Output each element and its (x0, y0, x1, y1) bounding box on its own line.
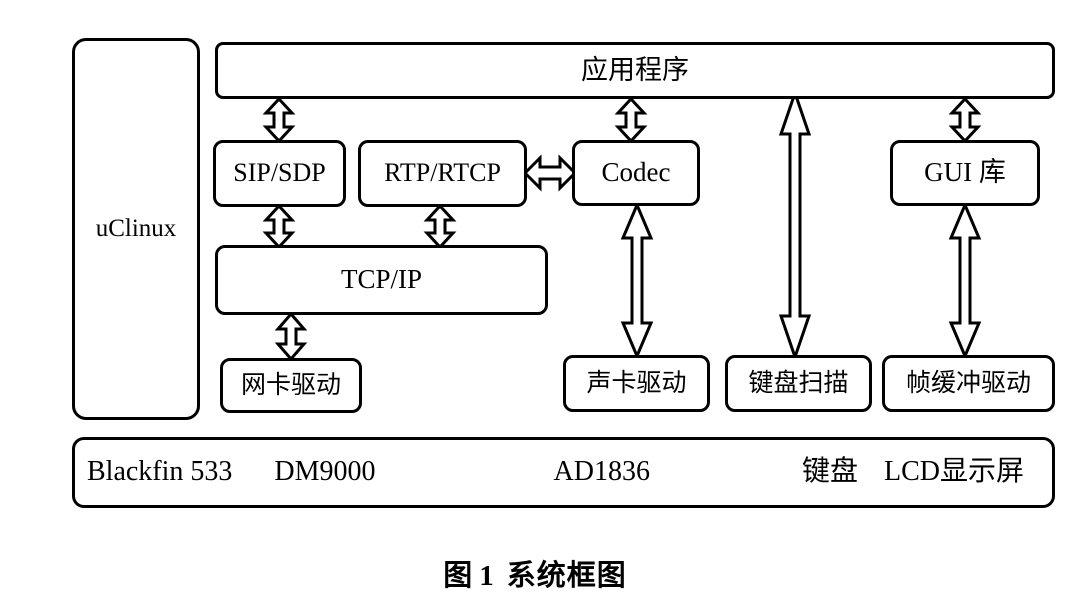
module-label-tcpip: TCP/IP (340, 264, 423, 295)
driver-box-framebuffer[interactable]: 帧缓冲驱动 (882, 355, 1055, 412)
os-box-uclinux[interactable]: uClinux (72, 38, 200, 420)
driver-label-nic: 网卡驱动 (240, 371, 341, 399)
module-box-codec[interactable]: Codec (572, 140, 700, 206)
caption-title: 系统框图 (506, 560, 627, 592)
hardware-label-cpu: Blackfin 533 (87, 456, 233, 488)
driver-box-nic[interactable]: 网卡驱动 (220, 358, 362, 413)
caption-prefix: 图 (443, 560, 474, 592)
module-box-tcpip[interactable]: TCP/IP (215, 245, 548, 315)
arrow-rtp-to-tcpip (423, 203, 457, 250)
caption-number: 1 (479, 560, 495, 592)
module-box-sip-sdp[interactable]: SIP/SDP (213, 140, 346, 207)
module-label-codec: Codec (601, 157, 671, 188)
driver-box-sound-card[interactable]: 声卡驱动 (563, 355, 710, 412)
hardware-label-display: LCD显示屏 (884, 456, 1025, 488)
module-box-gui-library[interactable]: GUI 库 (890, 140, 1040, 206)
hardware-label-audio-codec: AD1836 (553, 456, 650, 488)
module-label-rtp-rtcp: RTP/RTCP (384, 158, 501, 188)
driver-label-framebuffer: 帧缓冲驱动 (905, 369, 1031, 397)
arrow-app-to-codec (614, 96, 648, 144)
arrow-app-to-keyboard-scan (777, 88, 813, 362)
os-label: uClinux (95, 215, 177, 243)
driver-label-sound-card: 声卡驱动 (586, 369, 687, 397)
arrow-sip-to-tcpip (262, 203, 296, 250)
hardware-label-ethernet: DM9000 (274, 456, 376, 488)
module-label-sip-sdp: SIP/SDP (233, 158, 326, 188)
arrow-gui-to-framebuffer-driver (947, 201, 983, 360)
application-box[interactable]: 应用程序 (215, 42, 1055, 99)
application-label: 应用程序 (581, 54, 689, 85)
arrow-rtp-to-codec (522, 152, 578, 194)
driver-label-keyboard-scan: 键盘扫描 (748, 369, 849, 397)
arrow-app-to-sip (262, 96, 296, 144)
arrow-app-to-gui (948, 96, 982, 144)
arrow-tcpip-to-nic-driver (274, 311, 308, 362)
module-box-rtp-rtcp[interactable]: RTP/RTCP (358, 140, 527, 207)
module-label-gui-library: GUI 库 (924, 157, 1006, 188)
arrow-codec-to-sound-driver (619, 201, 655, 360)
driver-box-keyboard-scan[interactable]: 键盘扫描 (725, 355, 872, 412)
hardware-layer-box[interactable]: Blackfin 533 DM9000 AD1836 键盘 LCD显示屏 (72, 437, 1055, 508)
hardware-label-keyboard: 键盘 (802, 456, 859, 488)
